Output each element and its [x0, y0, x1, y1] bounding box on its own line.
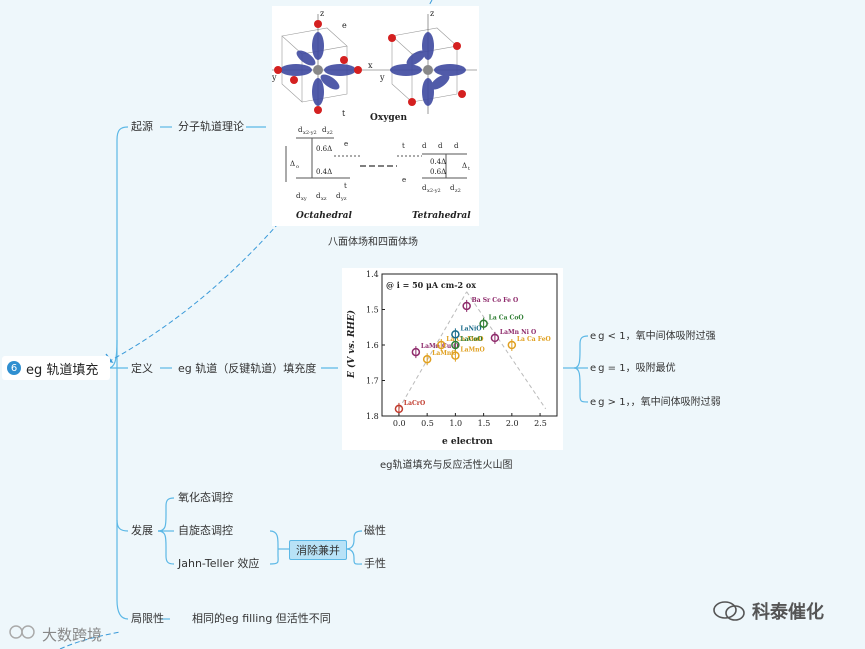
point-label-10: La Ca FeO: [517, 336, 551, 343]
fig1-dyz: d: [336, 192, 341, 200]
fig1-td2sub: z2: [455, 188, 461, 194]
fig1-d1sub: x2-y2: [303, 130, 317, 136]
figure1-caption: 八面体场和四面体场: [328, 237, 418, 248]
limitation-child[interactable]: 相同的eg filling 但活性不同: [192, 612, 331, 625]
fig1-tdxy: d: [422, 142, 427, 150]
tag-child-chirality[interactable]: 手性: [364, 557, 386, 570]
fig1-td2: d: [450, 184, 455, 192]
branch-development[interactable]: 发展: [131, 524, 153, 537]
fig1-d2sub: z2: [327, 130, 333, 136]
fig1-t2g2: t: [344, 182, 347, 190]
branch-definition[interactable]: 定义: [131, 362, 153, 375]
chart-annotation: @ i = 50 μA cm-2 ox: [386, 280, 476, 290]
x-tick-label: 1.0: [449, 419, 462, 428]
fig1-octahedral: Octahedral: [296, 211, 352, 221]
fig1-tdxz: d: [438, 142, 443, 150]
fig1-y: y: [272, 73, 277, 82]
fig1-tt: t: [402, 142, 405, 150]
chart-ylabel: E (V vs. RHE): [346, 310, 357, 379]
volcano-line-1: [466, 291, 547, 410]
fig1-te: e: [402, 176, 406, 184]
wechat-icon: [712, 600, 746, 622]
source-logo-icon: [8, 622, 42, 642]
fig1-y2: y: [379, 73, 385, 82]
point-label-0: LaCrO: [404, 400, 425, 407]
point-label-4: LaNiO: [460, 325, 481, 332]
x-tick-label: 0.5: [421, 419, 434, 428]
point-label-1: LaMn Cu O: [421, 343, 459, 350]
fig1-z1: z: [320, 9, 324, 18]
fig1-t2g: t: [342, 109, 346, 118]
tag-child-magnetism[interactable]: 磁性: [364, 524, 386, 537]
fig1-aosub: o: [296, 164, 299, 170]
fig1-v04a: 0.4Δ: [316, 168, 332, 176]
root-node[interactable]: 6 eg 轨道填充: [2, 356, 110, 380]
point-label-5: LaCoO: [460, 336, 482, 343]
fig1-eg: e: [342, 21, 347, 30]
y-tick-label: 1.4: [366, 270, 379, 279]
result-lt1[interactable]: e g < 1，氧中间体吸附过强: [590, 331, 716, 342]
source-watermark: 大数跨境: [42, 626, 103, 644]
fig1-at: Δ: [462, 162, 467, 170]
point-label-7: Ba Sr Co Fe O: [472, 297, 519, 304]
fig1-eg2: e: [344, 140, 348, 148]
fig1-oxygen: Oxygen: [370, 113, 407, 123]
fig1-td1: d: [422, 184, 427, 192]
x-tick-label: 0.0: [393, 419, 406, 428]
point-label-3: La Ca MnO: [446, 336, 483, 343]
branch-limitation[interactable]: 局限性: [131, 612, 164, 625]
result-eq1[interactable]: e g = 1，吸附最优: [590, 363, 676, 374]
degeneracy-tag[interactable]: 消除兼并: [289, 540, 347, 560]
fig1-d2: d: [322, 126, 327, 134]
y-tick-label: 1.7: [366, 377, 379, 386]
fig1-d1: d: [298, 126, 303, 134]
dev-item-jahn-teller[interactable]: Jahn-Teller 效应: [178, 557, 260, 570]
volcano-line-0: [398, 291, 468, 410]
point-label-9: LaMn Ni O: [500, 329, 536, 336]
fig1-tetrahedral: Tetrahedral: [412, 211, 471, 221]
point-label-8: La Ca CoO: [489, 315, 524, 322]
x-tick-label: 2.0: [506, 419, 519, 428]
root-label: eg 轨道填充: [26, 362, 99, 378]
orbital-diagram: z e y x t z y Oxygen d d x2-y2 z2: [271, 9, 477, 221]
point-label-6: LaMnO: [460, 347, 484, 354]
definition-child[interactable]: eg 轨道（反键轨道）填充度: [178, 362, 317, 375]
fig1-z2: z: [430, 9, 434, 18]
fig1-ao: Δ: [290, 160, 295, 168]
fig1-dxysub: xy: [301, 196, 307, 202]
fig1-v06a: 0.6Δ: [316, 145, 332, 153]
dev-item-oxidation[interactable]: 氧化态调控: [178, 491, 233, 504]
fig1-t06: 0.6Δ: [430, 168, 446, 176]
plot-frame: [381, 273, 558, 417]
root-number-badge: 6: [7, 361, 21, 375]
fig1-dxz: d: [316, 192, 321, 200]
fig1-tdyz: d: [454, 142, 459, 150]
origin-child[interactable]: 分子轨道理论: [178, 120, 244, 133]
figure2-caption: eg轨道填充与反应活性火山图: [380, 460, 513, 471]
brand-watermark: 科泰催化: [752, 602, 824, 623]
fig1-dyzsub: yz: [340, 196, 347, 202]
fig1-atsub: t: [468, 166, 470, 172]
fig1-x: x: [368, 61, 373, 70]
y-tick-label: 1.6: [366, 341, 379, 350]
fig1-t04: 0.4Δ: [430, 158, 446, 166]
orbital-field-figure: z e y x t z y Oxygen d d x2-y2 z2: [271, 6, 479, 226]
fig1-td1sub: x2-y2: [427, 188, 441, 194]
dev-item-spin[interactable]: 自旋态调控: [178, 524, 233, 537]
fig1-dxy: d: [296, 192, 301, 200]
y-tick-label: 1.5: [366, 306, 379, 315]
point-label-2: LaMnO: [432, 350, 456, 357]
chart-xlabel: e electron: [442, 437, 493, 447]
result-gt1[interactable]: e g > 1，，氧中间体吸附过弱: [590, 397, 721, 408]
y-tick-label: 1.8: [366, 412, 379, 421]
fig1-dxzsub: xz: [321, 196, 327, 202]
branch-origin[interactable]: 起源: [131, 120, 153, 133]
x-tick-label: 2.5: [534, 419, 547, 428]
x-tick-label: 1.5: [478, 419, 491, 428]
